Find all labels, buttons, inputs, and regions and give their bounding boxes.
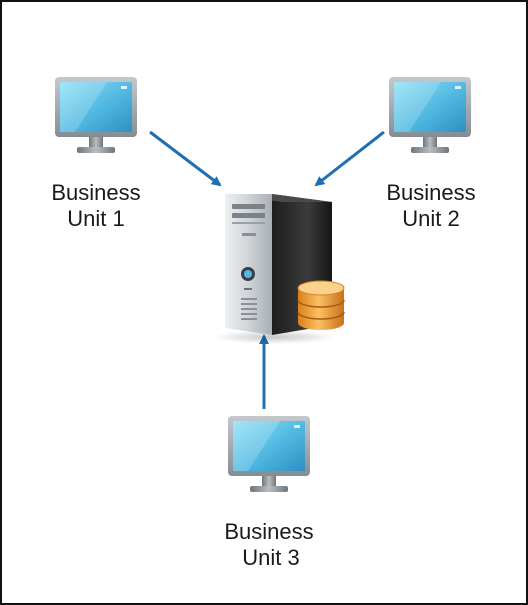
node-label-line1: Business: [51, 180, 140, 205]
node-label-line2: Unit 3: [242, 545, 299, 570]
node-business-unit-1: Business Unit 1: [51, 77, 141, 231]
monitor-icon: [389, 77, 471, 153]
monitor-icon: [228, 416, 310, 492]
node-label-line2: Unit 2: [402, 206, 459, 231]
node-label-line1: Business: [386, 180, 475, 205]
node-label-line2: Unit 1: [67, 206, 124, 231]
node-business-unit-3: Business Unit 3: [224, 416, 314, 570]
monitor-icon: [55, 77, 137, 153]
edge-bu2-server: [314, 130, 385, 187]
edge-bu1-server: [149, 130, 222, 187]
database-icon: [297, 280, 345, 330]
node-label-line1: Business: [224, 519, 313, 544]
node-business-unit-2: Business Unit 2: [386, 77, 476, 231]
